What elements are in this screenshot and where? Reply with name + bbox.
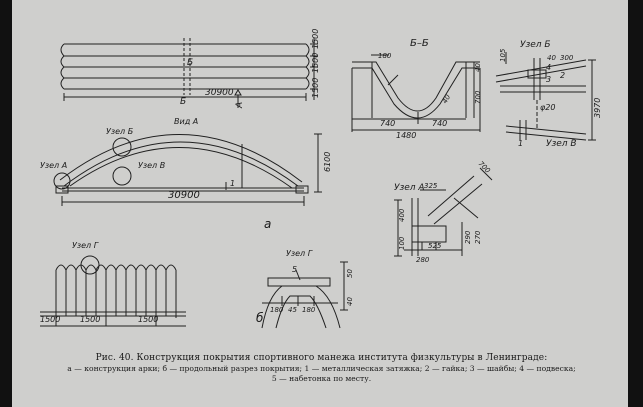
left-dark-edge [0,0,12,407]
arch-span: 30900 [168,190,200,201]
section-bb-d700: 700 [474,90,482,104]
node-b-n1: 1 [518,139,523,148]
node-b-title: Узел Б [520,40,551,50]
node-b-d105: 105 [499,48,507,62]
arch-node-a-label: Узел А [40,161,67,170]
node-a-d325: 325 [424,182,438,190]
long-section-node-g: Узел Г [72,241,99,250]
node-b-n3: 3 [546,75,551,84]
node-a-d525: 525 [428,242,442,250]
node-b-phi20: φ20 [540,103,555,112]
figure-caption: Рис. 40. Конструкция покрытия спортивног… [0,353,643,384]
section-bb-title: Б–Б [410,38,429,49]
node-g-detail [261,261,348,329]
section-bb-d180: 180 [378,52,392,60]
node-a-d700: 700 [477,160,492,175]
plan-dim-1500-a: 1500 [311,29,320,49]
plan-view [60,38,318,108]
caption-line-3: 5 — набетонка по месту. [271,374,372,383]
node-a-d270: 270 [474,230,482,244]
section-bb-d40: 40 [474,63,482,72]
node-a-d100: 100 [398,236,406,250]
arch-rise: 6100 [323,152,332,172]
plan-mark-a: А [235,102,245,109]
long-section-d1500a: 1500 [40,315,60,324]
right-dark-edge [628,0,643,407]
long-section-letter-b: б [256,311,264,325]
arch-drawing [53,133,322,206]
arch-letter-a: а [264,217,271,231]
node-v-title: Узел В [546,139,577,149]
section-bb-d1480: 1480 [396,131,416,140]
arch-node-b-label: Узел Б [106,127,134,136]
long-section-d1500c: 1500 [138,315,158,324]
node-b-d300: 300 [560,54,574,62]
node-b-n4: 4 [546,63,551,72]
node-b-n2: 2 [560,71,565,80]
node-b-d40: 40 [547,54,556,62]
node-a-detail [394,167,493,257]
node-a-d290: 290 [464,230,472,244]
caption-line-2: а — конструкция арки; б — продольный раз… [67,364,576,373]
node-g-d50: 50 [346,269,354,278]
node-g-d180a: 180 [270,306,284,314]
node-a-title: Узел А [394,183,425,193]
caption-title: Рис. 40. Конструкция покрытия спортивног… [95,353,548,363]
arch-node-v-label: Узел В [138,161,165,170]
node-b-detail [495,52,596,141]
plan-span-label: 30900 [205,88,234,98]
arch-mark-1: 1 [230,179,235,188]
plan-mark-b-bottom: Б [180,97,186,107]
section-bb [351,54,481,132]
node-g-n5: 5 [292,265,297,274]
section-bb-d40b: 40 [441,93,453,105]
plan-mark-b-top: Б [187,58,193,68]
section-bb-d740a: 740 [380,119,395,128]
long-section [40,255,186,327]
long-section-d1500b: 1500 [80,315,100,324]
plan-dim-1500-c: 1500 [311,78,320,98]
node-g-d40: 40 [346,297,354,306]
section-bb-d740b: 740 [432,119,447,128]
node-g-title: Узел Г [286,249,313,258]
node-a-d280: 280 [416,256,430,264]
node-b-d3970: 3970 [593,98,602,118]
plan-dim-1500-b: 1500 [311,53,320,73]
node-a-d400: 400 [398,208,406,222]
node-g-d180b: 180 [302,306,316,314]
arch-view-a-label: Вид А [174,117,198,126]
node-g-d45: 45 [288,306,297,314]
